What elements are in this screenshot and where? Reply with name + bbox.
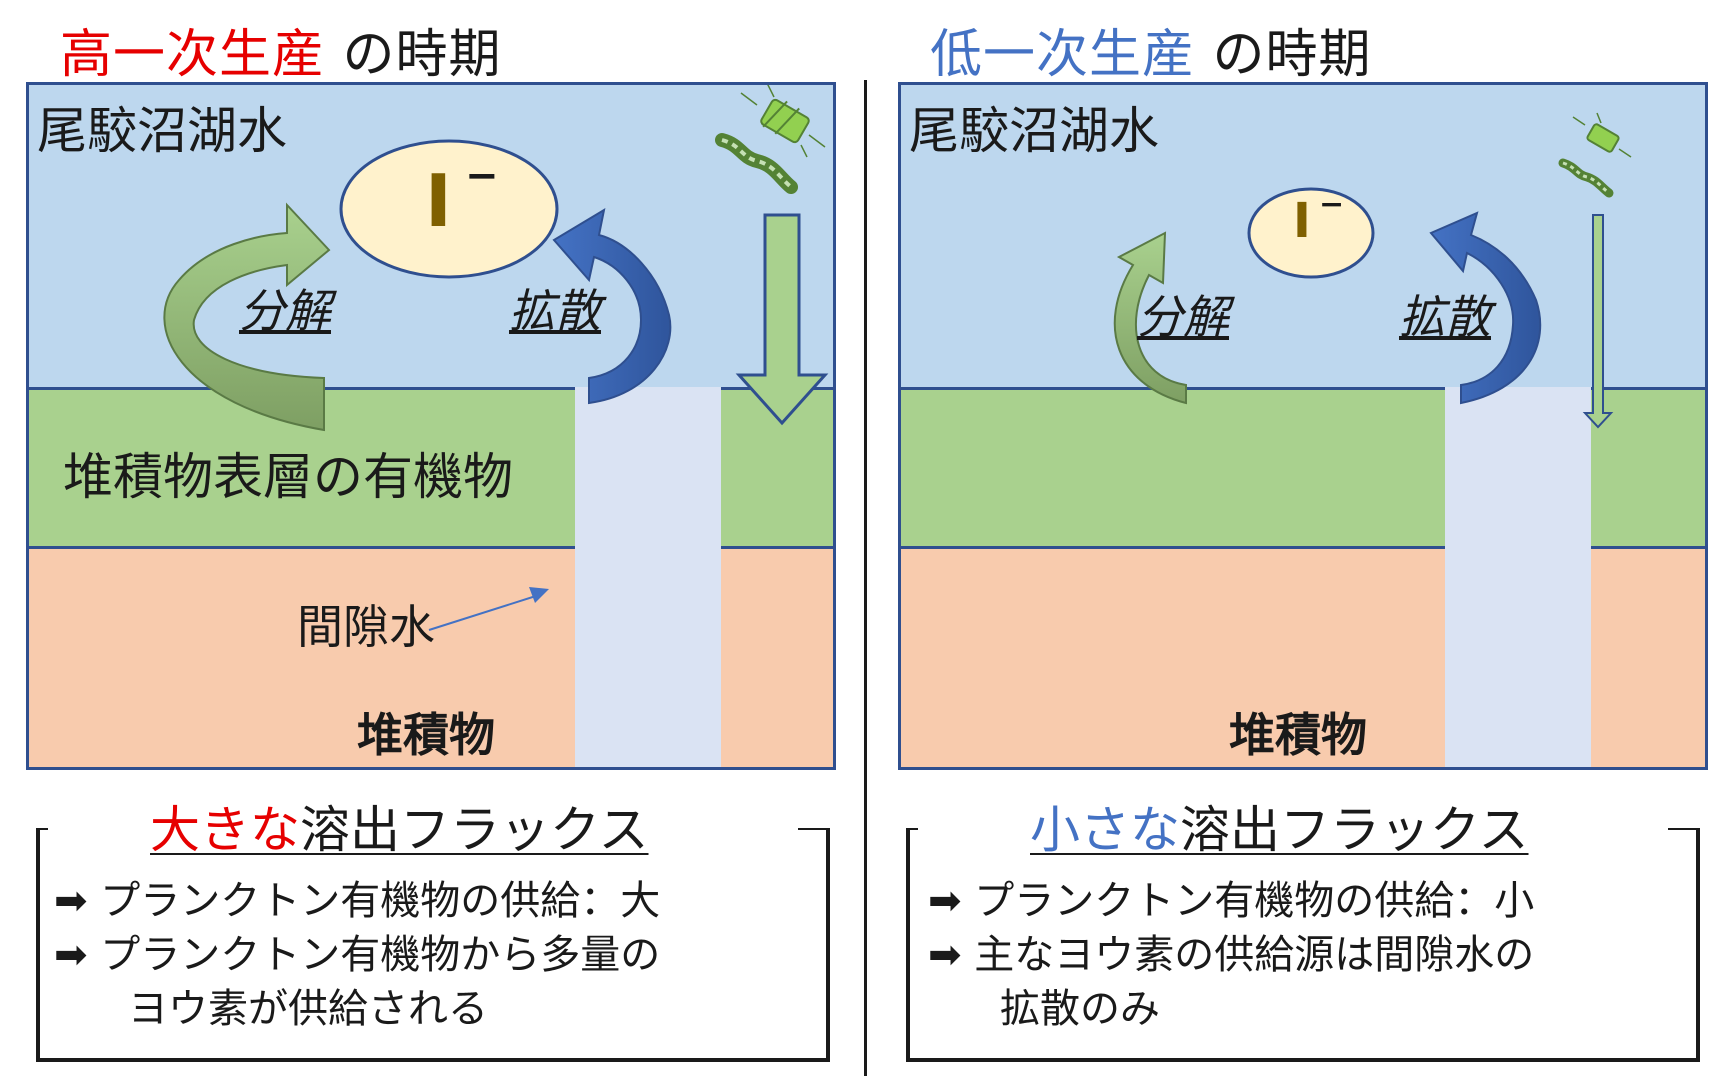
bullet-arrow-icon: ➡ (54, 878, 88, 924)
right-title: 低一次生産 の時期 (930, 12, 1372, 87)
diatom-icon (740, 85, 826, 158)
bullet-arrow-icon: ➡ (928, 932, 962, 978)
surface-organic-label: 堆積物表層の有機物 (63, 448, 513, 506)
left-diagram-graphics (163, 85, 829, 631)
diffusion-label: 拡散 (1399, 290, 1491, 344)
left-title: 高一次生産 の時期 (60, 12, 502, 87)
pore-pointer-line (428, 594, 540, 631)
sinking-arrow (735, 213, 829, 426)
left-flux-heading: 大きな溶出フラックス (150, 790, 649, 862)
right-scene: 尾駮沼湖水 I − 分解 拡散 堆積物 (898, 82, 1708, 770)
left-bullet-1: ➡ プランクトン有機物の供給：大 (54, 868, 660, 926)
right-bracket-box (906, 828, 1700, 1062)
diatom-icon (1572, 112, 1632, 158)
iodide-ellipse (339, 139, 559, 279)
left-scene: 尾駮沼湖水 I − 分解 拡散 堆積物表層の有機物 間隙水 堆積物 (26, 82, 836, 770)
bullet-arrow-icon: ➡ (54, 932, 88, 978)
pore-water-label: 間隙水 (297, 600, 435, 654)
left-flux-emphasis: 大きな (150, 801, 300, 859)
plankton-chain-icon (1558, 158, 1614, 198)
sediment-label: 堆積物 (1229, 708, 1367, 762)
right-title-rest: の時期 (1195, 25, 1372, 85)
pore-water-column (575, 387, 721, 767)
pore-pointer-head (529, 587, 549, 603)
right-bullet-1: ➡ プランクトン有機物の供給：小 (928, 868, 1534, 926)
decomposition-label: 分解 (1137, 290, 1229, 344)
diffusion-arrow (552, 207, 672, 405)
iodide-ellipse (1247, 187, 1375, 279)
plankton-chain-icon (715, 133, 798, 194)
iodide-charge: − (1319, 187, 1345, 222)
iodide-charge: − (465, 153, 499, 199)
decomposition-arrow (163, 202, 331, 432)
sinking-arrow (1582, 214, 1614, 429)
left-flux-rest: 溶出フラックス (300, 801, 649, 859)
left-bullet-2-text: プランクトン有機物から多量の (100, 932, 661, 978)
left-bullet-2: ➡ プランクトン有機物から多量の (54, 922, 660, 980)
decomposition-label: 分解 (239, 284, 331, 338)
right-bullet-2-continuation: 拡散のみ (1000, 986, 1160, 1032)
sediment-label: 堆積物 (357, 708, 495, 762)
panel-divider (864, 80, 867, 1076)
right-flux-emphasis: 小さな (1030, 801, 1180, 859)
bullet-arrow-icon: ➡ (928, 878, 962, 924)
right-title-emphasis: 低一次生産 (930, 25, 1196, 85)
left-bracket-box (36, 828, 830, 1062)
diffusion-label: 拡散 (509, 284, 601, 338)
left-title-emphasis: 高一次生産 (60, 25, 326, 85)
lake-water-label: 尾駮沼湖水 (909, 102, 1159, 160)
lake-water-label: 尾駮沼湖水 (37, 102, 287, 160)
left-bullet-2-continuation: ヨウ素が供給される (128, 986, 488, 1032)
left-title-rest: の時期 (325, 25, 502, 85)
decomposition-arrow (1113, 231, 1187, 405)
right-bullet-1-text: プランクトン有機物の供給：小 (974, 878, 1535, 924)
iodide-symbol: I (425, 159, 452, 243)
right-flux-heading: 小さな溶出フラックス (1030, 790, 1529, 862)
right-bullet-2: ➡ 主なヨウ素の供給源は間隙水の (928, 922, 1534, 980)
pore-water-column (1445, 387, 1591, 767)
left-bullet-1-text: プランクトン有機物の供給：大 (100, 878, 661, 924)
diffusion-arrow (1429, 211, 1542, 405)
right-diagram-graphics (1113, 112, 1632, 429)
right-bullet-2-text: 主なヨウ素の供給源は間隙水の (974, 932, 1535, 978)
iodide-symbol: I (1293, 193, 1311, 249)
right-flux-rest: 溶出フラックス (1180, 801, 1529, 859)
